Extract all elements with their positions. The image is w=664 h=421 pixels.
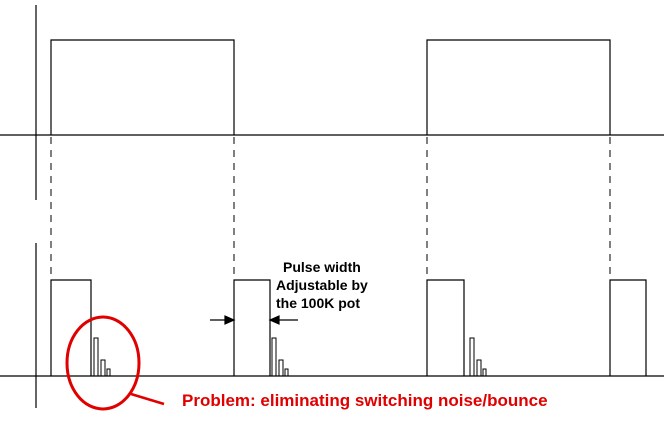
bounce-spike [106, 368, 111, 377]
lower-pulse-4 [609, 279, 647, 376]
annotation-line-2: Adjustable by [276, 277, 368, 293]
bounce-spike [93, 337, 99, 377]
highlight-ellipse [65, 315, 141, 411]
lower-trace [0, 243, 664, 408]
upper-pulse-1 [50, 39, 235, 135]
problem-label: Problem: eliminating switching noise/bou… [182, 391, 548, 410]
bounce-spike [100, 359, 106, 377]
alignment-guides [50, 137, 611, 278]
pulse-width-annotation: Pulse width Adjustable by the 100K pot [276, 259, 368, 311]
highlight-pointer [130, 392, 165, 406]
bounce-spike [271, 337, 277, 377]
bounce-spike [482, 368, 487, 377]
bounce-spikes [93, 337, 487, 377]
annotation-line-1: Pulse width [283, 259, 361, 275]
lower-pulse-2 [233, 279, 271, 376]
bounce-spike [469, 337, 475, 377]
upper-trace [0, 5, 664, 200]
bounce-spike [476, 359, 482, 377]
pulse-width-dimension [210, 315, 298, 325]
arrowhead-left [224, 315, 236, 325]
upper-pulse-2 [426, 39, 611, 135]
bounce-spike [278, 359, 284, 377]
bounce-spike [284, 368, 289, 377]
annotation-line-3: the 100K pot [276, 295, 360, 311]
arrowhead-right [268, 315, 280, 325]
problem-highlight: Problem: eliminating switching noise/bou… [65, 315, 548, 411]
lower-pulse-3 [426, 279, 465, 376]
lower-pulse-1 [50, 279, 92, 376]
